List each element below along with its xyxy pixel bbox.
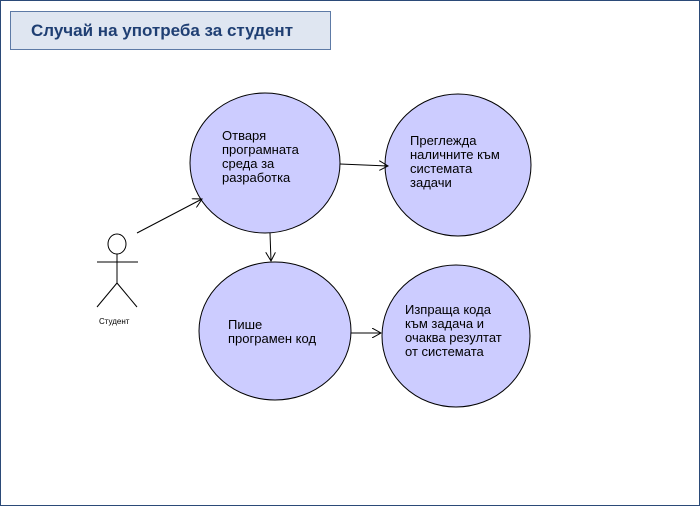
- arrow-open-ide-to-view-tasks: [339, 164, 388, 166]
- use-case-submit-code: [381, 264, 531, 408]
- actor-left-leg: [96, 282, 118, 308]
- use-case-write-code-label: Пише програмен код: [228, 317, 317, 346]
- arrow-actor-to-open-ide: [136, 199, 202, 234]
- use-case-open-ide-label: Отваря програмната среда за разработка: [222, 128, 299, 185]
- use-case-view-tasks-label: Преглежда наличните към системата задачи: [410, 133, 500, 190]
- use-case-submit-code-label: Изпраща кода към задача и очаква резулта…: [405, 302, 502, 359]
- actor-head: [107, 233, 127, 255]
- actor-right-leg: [116, 282, 138, 308]
- use-case-open-ide: [189, 92, 341, 234]
- diagram-title: Случай на употреба за студент: [10, 11, 331, 50]
- actor-label: Студент: [99, 317, 130, 326]
- arrow-open-ide-to-write-code: [270, 232, 271, 261]
- actor-figure: [96, 233, 138, 308]
